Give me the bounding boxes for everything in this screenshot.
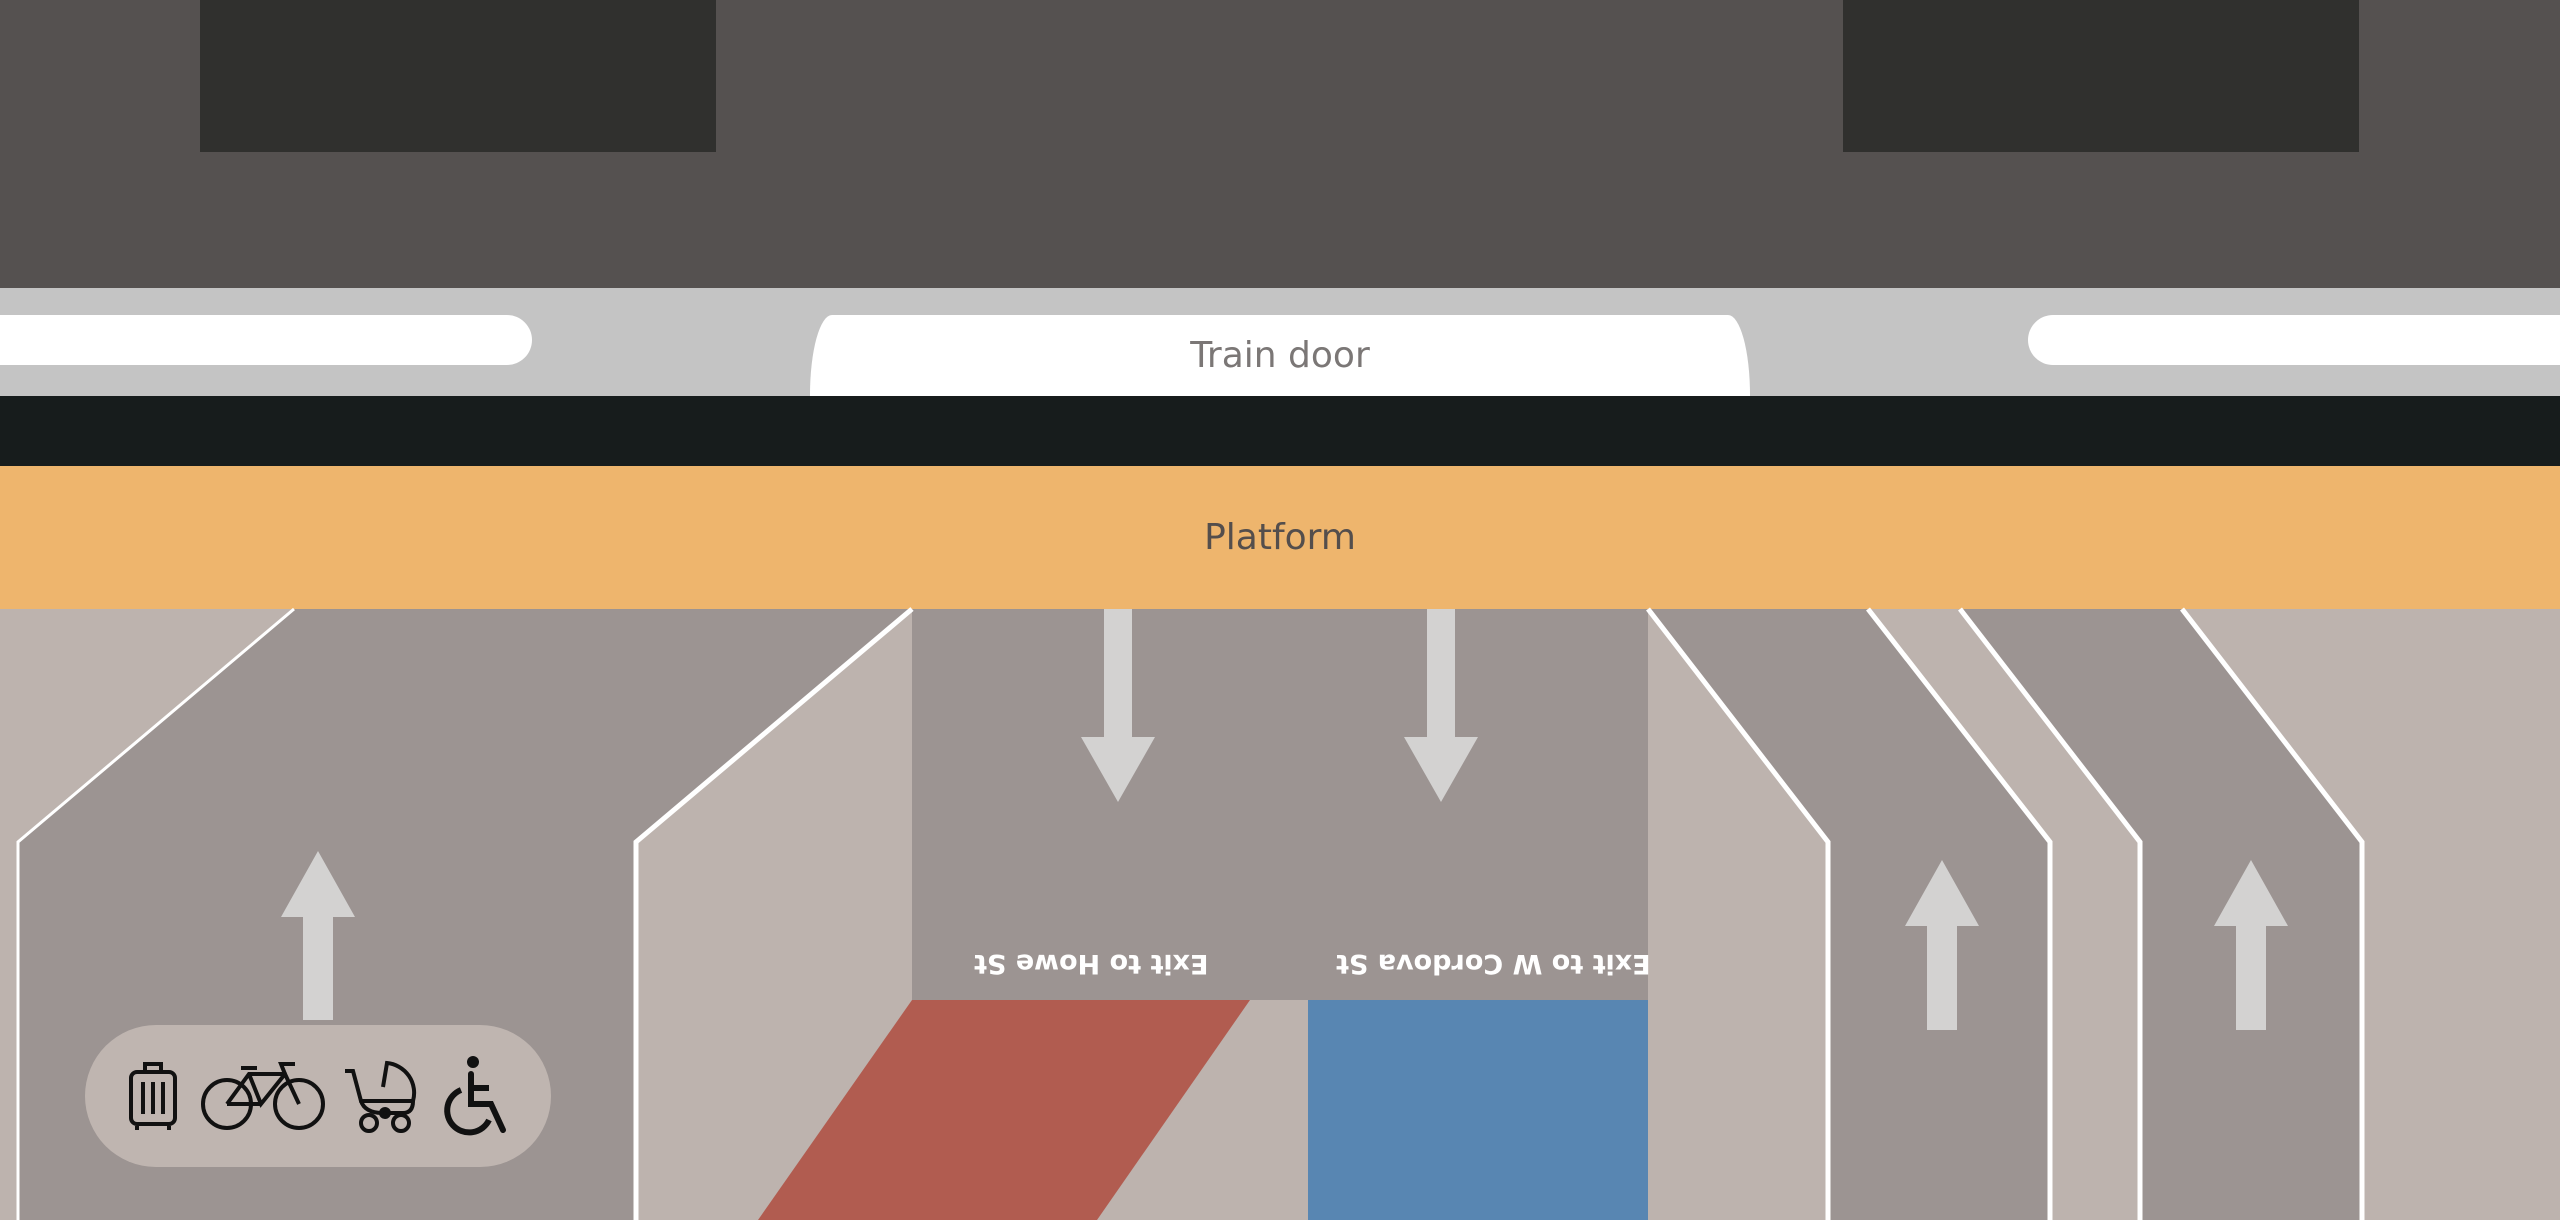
train-window-right [1843, 0, 2359, 152]
lane-line-5 [1958, 607, 2143, 1220]
stroller-icon [343, 1057, 423, 1135]
platform: Platform [0, 466, 2560, 609]
down-arrow-cordova [1404, 609, 1478, 802]
bicycle-icon [201, 1060, 325, 1132]
lane-line-1 [16, 607, 295, 1220]
up-arrow-right-1 [1905, 860, 1979, 1030]
down-arrow-howe [1081, 609, 1155, 802]
lane-line-3 [1646, 607, 1831, 1220]
luggage-icon [123, 1060, 183, 1132]
cordova-exit-zone [1308, 1000, 1648, 1220]
lane-center [912, 609, 1648, 1000]
lane-line-2 [633, 607, 914, 1220]
exit-label-cordova: Exit to W Cordova St [1336, 948, 1651, 979]
train-door: Train door [810, 315, 1750, 396]
handrail-left [0, 315, 532, 365]
lane-line-4 [1866, 607, 2053, 1220]
train-car [0, 0, 2560, 288]
amenity-pill [85, 1025, 551, 1167]
platform-label: Platform [1204, 517, 1356, 558]
exit-label-howe: Exit to Howe St [974, 948, 1209, 979]
platform-gap [0, 396, 2560, 466]
up-arrow-right-2 [2214, 860, 2288, 1030]
howe-exit-zone [758, 1000, 1250, 1220]
train-door-label: Train door [1190, 335, 1370, 376]
wheelchair-icon [441, 1054, 513, 1138]
up-arrow-left [281, 851, 355, 1020]
lane-right-2 [1960, 609, 2362, 1220]
train-window-left [200, 0, 716, 152]
lane-right-1 [1648, 609, 2050, 1220]
handrail-right [2028, 315, 2560, 365]
lane-line-6 [2180, 607, 2365, 1220]
